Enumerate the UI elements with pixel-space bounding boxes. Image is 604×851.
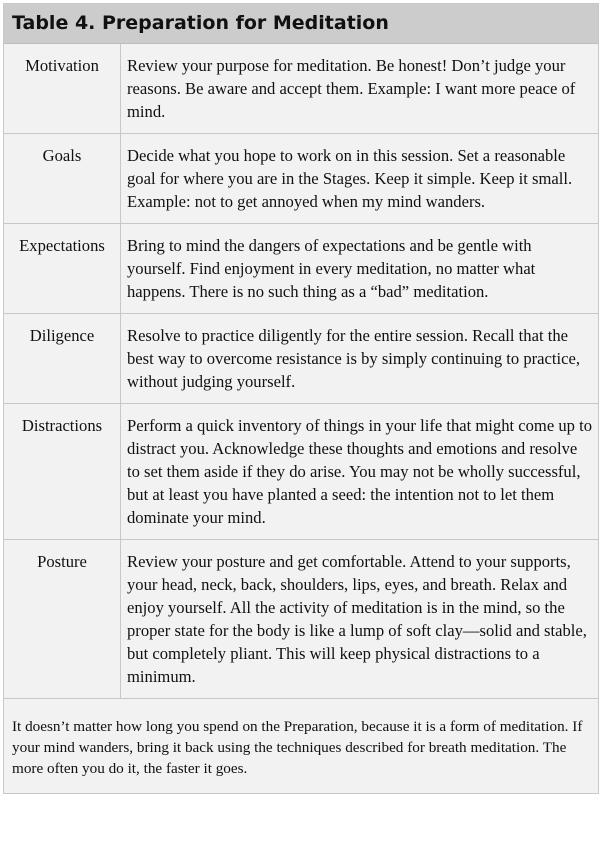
- table-row: Goals Decide what you hope to work on in…: [4, 133, 598, 224]
- table-row: Distractions Perform a quick inventory o…: [4, 403, 598, 540]
- row-text-motivation: Review your purpose for meditation. Be h…: [120, 44, 598, 134]
- table-footnote: It doesn’t matter how long you spend on …: [4, 699, 598, 793]
- row-label-diligence: Diligence: [4, 313, 121, 404]
- row-label-posture: Posture: [4, 539, 121, 699]
- row-label-motivation: Motivation: [4, 44, 121, 134]
- row-label-distractions: Distractions: [4, 403, 121, 540]
- row-label-goals: Goals: [4, 133, 121, 224]
- table-row: Motivation Review your purpose for medit…: [4, 44, 598, 134]
- table-caption: Table 4. Preparation for Meditation: [4, 4, 598, 44]
- row-text-goals: Decide what you hope to work on in this …: [120, 133, 598, 224]
- preparation-table: Table 4. Preparation for Meditation Moti…: [3, 3, 599, 794]
- table-row: Expectations Bring to mind the dangers o…: [4, 223, 598, 314]
- table-row: Diligence Resolve to practice diligently…: [4, 313, 598, 404]
- row-text-expectations: Bring to mind the dangers of expectation…: [120, 223, 598, 314]
- row-text-diligence: Resolve to practice diligently for the e…: [120, 313, 598, 404]
- table-row: Posture Review your posture and get comf…: [4, 539, 598, 699]
- row-text-posture: Review your posture and get comfortable.…: [120, 539, 598, 699]
- row-text-distractions: Perform a quick inventory of things in y…: [120, 403, 598, 540]
- row-label-expectations: Expectations: [4, 223, 121, 314]
- table-body: Motivation Review your purpose for medit…: [4, 44, 598, 699]
